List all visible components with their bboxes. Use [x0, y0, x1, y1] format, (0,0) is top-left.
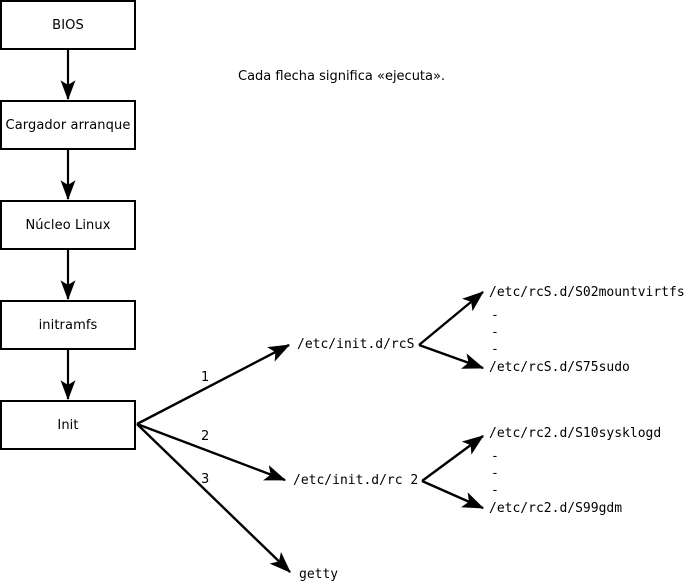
- box-bootloader: Cargador arranque: [0, 100, 136, 150]
- box-init: Init: [0, 400, 136, 450]
- arrow-rc2-to-first: [421, 435, 484, 482]
- box-initramfs-label: initramfs: [38, 317, 98, 333]
- arrow-init-to-rcs: [136, 343, 291, 426]
- rc2-ellipsis-dots: - - -: [491, 449, 499, 498]
- branch-number-2: 2: [201, 429, 210, 444]
- arrow-rc2-to-last: [421, 479, 485, 510]
- label-init-d-rcs: /etc/init.d/rcS: [297, 337, 415, 352]
- box-kernel: Núcleo Linux: [0, 200, 136, 250]
- box-kernel-label: Núcleo Linux: [25, 217, 111, 233]
- box-init-label: Init: [57, 417, 79, 433]
- arrow-rcs-to-first: [418, 291, 484, 346]
- box-bootloader-label: Cargador arranque: [5, 117, 131, 133]
- diagram-caption: Cada flecha significa «ejecuta».: [238, 69, 446, 84]
- box-bios: BIOS: [0, 0, 136, 50]
- box-bios-label: BIOS: [52, 17, 84, 33]
- label-rc2-last: /etc/rc2.d/S99gdm: [489, 501, 623, 516]
- box-initramfs: initramfs: [0, 300, 136, 350]
- label-rc2-first: /etc/rc2.d/S10sysklogd: [489, 426, 662, 441]
- label-getty: getty: [299, 567, 339, 582]
- arrow-rcs-to-last: [418, 343, 485, 370]
- label-init-d-rc2: /etc/init.d/rc 2: [293, 473, 419, 488]
- branch-number-1: 1: [201, 370, 210, 385]
- branch-number-3: 3: [201, 472, 210, 487]
- label-rcs-first: /etc/rcS.d/S02mountvirtfs: [489, 285, 684, 300]
- rcs-ellipsis-dots: - - -: [491, 308, 499, 357]
- label-rcs-last: /etc/rcS.d/S75sudo: [489, 360, 630, 375]
- arrow-init-to-rc2: [136, 422, 287, 482]
- arrow-init-to-getty: [136, 423, 291, 573]
